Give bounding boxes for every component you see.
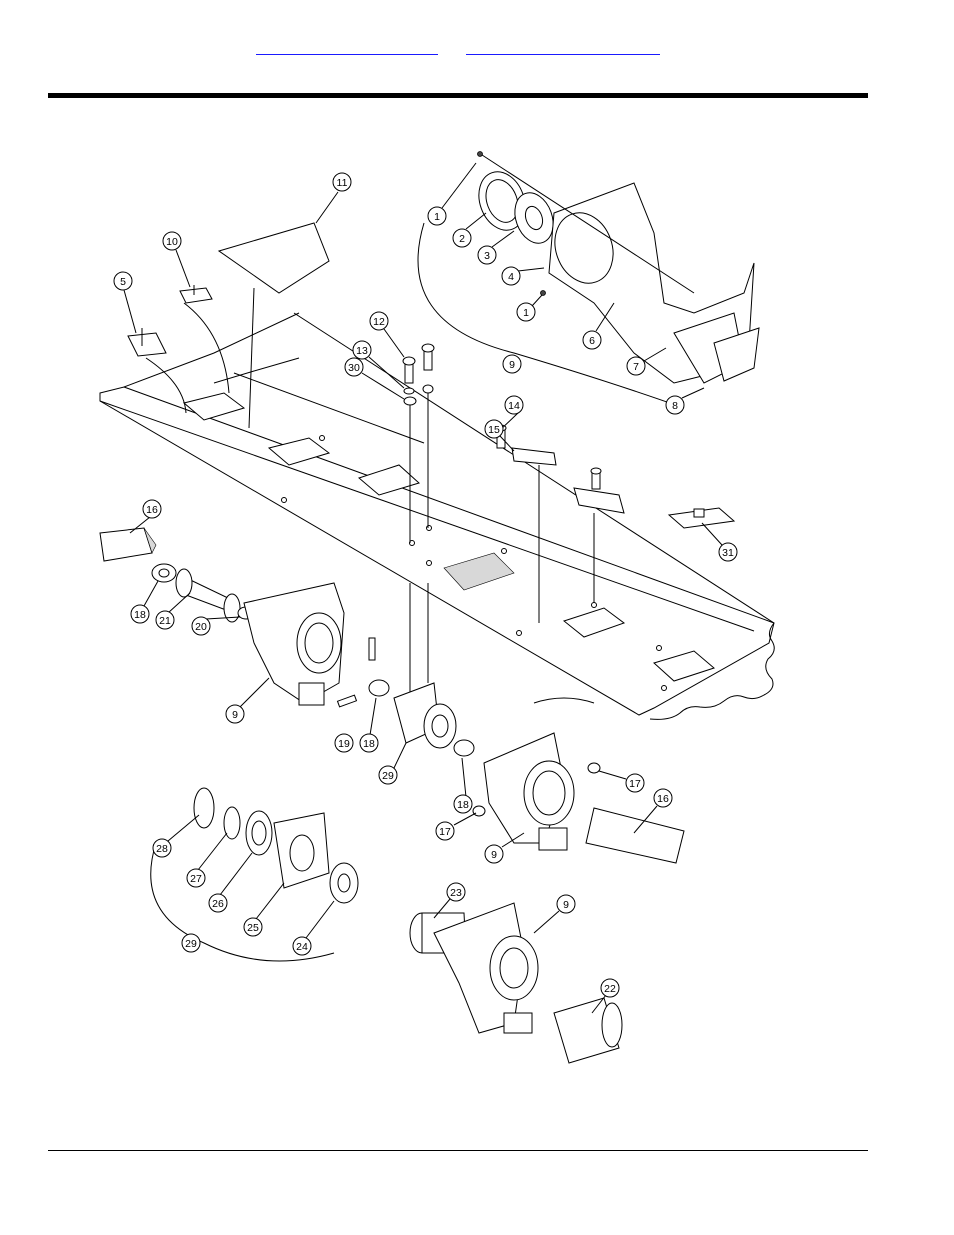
header-rule	[48, 93, 868, 98]
callout-29b: 29	[181, 933, 201, 953]
svg-text:23: 23	[450, 887, 462, 899]
svg-text:25: 25	[247, 922, 259, 934]
callout-15: 15	[484, 419, 515, 452]
trough-assembly	[99, 312, 775, 720]
header-link-right[interactable]	[466, 38, 660, 55]
svg-text:11: 11	[337, 177, 348, 189]
callout-14: 14	[496, 395, 524, 434]
callout-4: 4	[501, 266, 545, 286]
callout-2: 2	[452, 212, 487, 248]
svg-text:3: 3	[484, 250, 490, 262]
callout-18a: 18	[130, 580, 159, 624]
svg-text:14: 14	[508, 400, 520, 412]
svg-text:9: 9	[563, 899, 569, 911]
callout-5: 5	[113, 271, 137, 334]
callout-18c: 18	[453, 757, 473, 814]
callout-10: 10	[162, 231, 191, 288]
callout-19: 19	[334, 733, 354, 753]
callout-24: 24	[292, 900, 335, 956]
svg-text:27: 27	[190, 873, 202, 885]
callout-16a: 16	[129, 499, 162, 534]
callout-9c: 9	[484, 832, 525, 864]
callout-3: 3	[477, 230, 515, 265]
callout-9b: 9	[225, 677, 270, 724]
svg-text:8: 8	[672, 400, 678, 412]
svg-text:4: 4	[508, 271, 514, 283]
svg-text:19: 19	[338, 738, 350, 750]
callout-27: 27	[186, 832, 228, 888]
svg-text:16: 16	[146, 504, 158, 516]
callout-25: 25	[243, 882, 285, 937]
callout-13: 13	[352, 340, 405, 389]
callout-20: 20	[191, 616, 241, 636]
svg-text:17: 17	[629, 778, 641, 790]
svg-text:26: 26	[212, 898, 224, 910]
svg-text:12: 12	[373, 316, 385, 328]
svg-text:7: 7	[633, 361, 639, 373]
meter-housing-exploded	[417, 151, 760, 409]
bottom-meter-assembly	[409, 902, 623, 1064]
footer-rule	[48, 1150, 868, 1151]
callout-8: 8	[665, 387, 705, 415]
right-meter-assembly	[472, 697, 685, 864]
svg-text:17: 17	[439, 826, 451, 838]
bolts-center	[402, 343, 736, 693]
exploded-parts-diagram: 1 2 3 4 1 6 7 8 9 11 10 5 12 13 30 14 15…	[94, 143, 784, 1075]
svg-text:9: 9	[491, 849, 497, 861]
callout-26: 26	[208, 852, 253, 913]
svg-text:1: 1	[434, 211, 440, 223]
left-shaft-parts	[99, 527, 390, 708]
svg-text:18: 18	[134, 609, 146, 621]
svg-text:29: 29	[185, 938, 197, 950]
callout-30: 30	[344, 357, 405, 400]
callout-6: 6	[582, 302, 615, 350]
svg-text:5: 5	[120, 276, 126, 288]
svg-text:20: 20	[195, 621, 207, 633]
callout-18b: 18	[359, 697, 379, 753]
svg-text:29: 29	[382, 770, 394, 782]
callout-11: 11	[315, 172, 352, 224]
svg-text:16: 16	[657, 793, 669, 805]
callout-21: 21	[155, 592, 191, 630]
callout-23: 23	[433, 882, 466, 919]
svg-text:1: 1	[523, 307, 529, 319]
svg-text:18: 18	[457, 799, 469, 811]
callout-1a: 1	[427, 162, 477, 226]
svg-text:30: 30	[348, 362, 360, 374]
callout-12: 12	[369, 311, 405, 358]
callout-16b: 16	[633, 788, 673, 834]
svg-text:21: 21	[159, 615, 171, 627]
svg-text:13: 13	[356, 345, 368, 357]
callout-17b: 17	[435, 812, 477, 841]
center-bearing-sprocket	[393, 682, 475, 757]
lower-bearing-exploded	[150, 787, 359, 962]
callout-1b: 1	[516, 294, 543, 322]
svg-text:24: 24	[296, 941, 308, 953]
svg-text:6: 6	[589, 335, 595, 347]
svg-text:9: 9	[232, 709, 238, 721]
svg-text:28: 28	[156, 843, 168, 855]
callout-17a: 17	[598, 770, 645, 793]
svg-text:18: 18	[363, 738, 375, 750]
svg-text:31: 31	[722, 547, 734, 559]
callout-29a: 29	[378, 742, 407, 785]
callout-9a: 9	[502, 354, 522, 374]
svg-text:22: 22	[604, 983, 616, 995]
svg-text:2: 2	[459, 233, 465, 245]
loose-parts-top-left	[127, 222, 330, 429]
callout-9d: 9	[533, 894, 576, 934]
svg-text:10: 10	[166, 236, 178, 248]
header-link-left[interactable]	[256, 38, 438, 55]
callout-28: 28	[152, 814, 200, 858]
callouts: 1 2 3 4 1 6 7 8 9 11 10 5 12 13 30 14 15…	[113, 162, 738, 1014]
callout-31: 31	[701, 522, 738, 562]
svg-text:15: 15	[488, 424, 500, 436]
callout-22: 22	[591, 978, 620, 1014]
callout-7: 7	[626, 347, 667, 376]
svg-text:9: 9	[509, 359, 515, 371]
parts-drawing: 1 2 3 4 1 6 7 8 9 11 10 5 12 13 30 14 15…	[99, 151, 775, 1064]
